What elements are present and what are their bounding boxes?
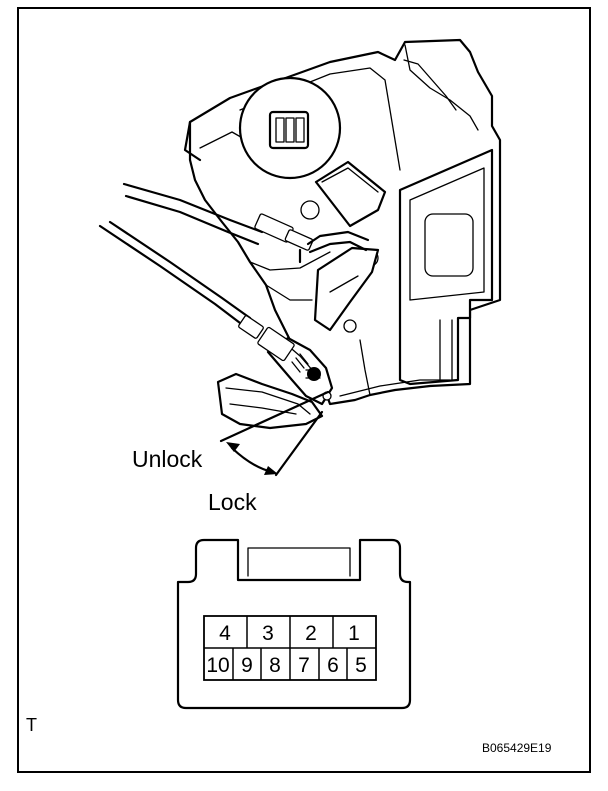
pin-7: 7 <box>298 654 310 677</box>
figure-border <box>17 7 591 773</box>
corner-mark: T <box>26 715 37 735</box>
pin-4: 4 <box>219 622 231 645</box>
door-lock-assembly <box>183 38 502 430</box>
lock-label: Lock <box>208 489 257 515</box>
pin-10: 10 <box>206 654 229 677</box>
pin-3: 3 <box>262 622 274 645</box>
pin-1: 1 <box>348 622 360 645</box>
pin-6: 6 <box>327 654 339 677</box>
pin-5: 5 <box>355 654 367 677</box>
connector-face: 4 3 2 1 10 9 8 7 6 5 <box>176 538 412 710</box>
pin-9: 9 <box>241 654 253 677</box>
lower-cable <box>98 220 295 362</box>
unlock-label: Unlock <box>132 446 203 472</box>
upper-cable <box>122 182 370 264</box>
pin-2: 2 <box>305 622 317 645</box>
pin-8: 8 <box>269 654 281 677</box>
figure-code: B065429E19 <box>482 741 552 755</box>
rotation-arrow <box>219 390 330 477</box>
